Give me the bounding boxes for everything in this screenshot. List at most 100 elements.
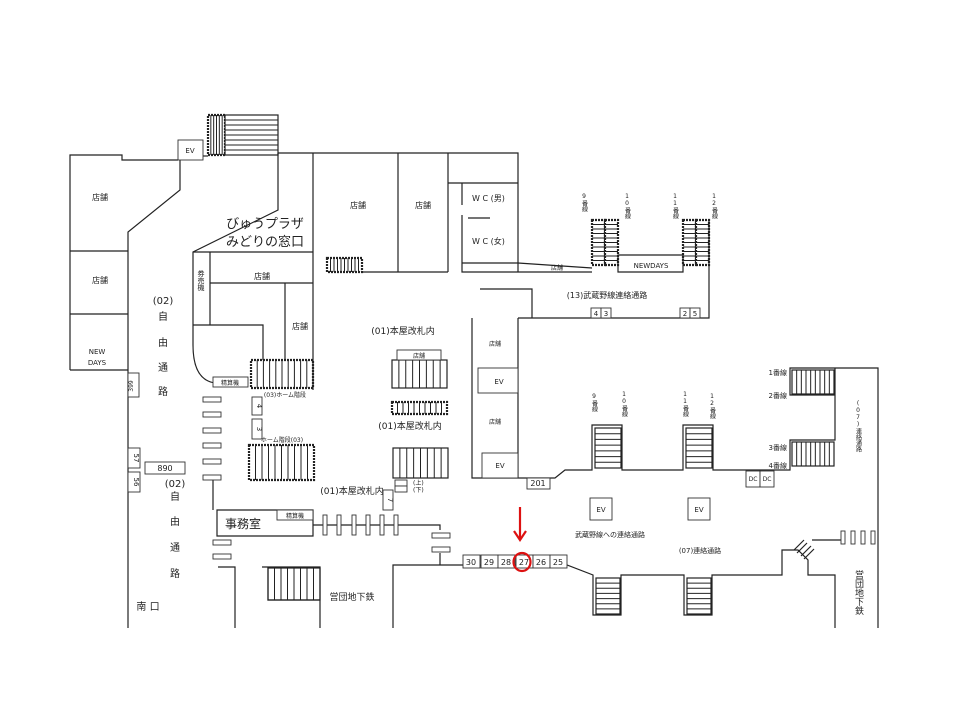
highlight-circle	[512, 551, 532, 573]
shop-label: 店舗	[92, 275, 108, 285]
platform-label: 10番線	[621, 391, 628, 417]
stairs-icon	[247, 443, 316, 482]
fare-adjust-label: 精算機	[221, 379, 239, 387]
box-201: 201	[530, 479, 545, 488]
wc-female-label: W C (女)	[472, 236, 505, 246]
free-passage-label: 路	[158, 385, 168, 398]
office-label: 事務室	[225, 516, 261, 531]
free-passage-label: (02)	[153, 296, 174, 307]
stairs-icon	[685, 427, 713, 469]
platform-label: 2番線	[769, 391, 787, 400]
ev-label: EV	[494, 378, 503, 386]
gate-area-label: (01)本屋改札内	[378, 420, 441, 432]
wc-male-label: W C (男)	[472, 194, 505, 203]
free-passage-label: 通	[158, 362, 168, 374]
ev-label: EV	[495, 462, 504, 470]
stairs-icon	[392, 447, 449, 479]
platform-label: 9番線	[591, 393, 598, 412]
highlight-marker	[512, 507, 532, 573]
locker-30: 30	[466, 558, 476, 567]
stairs-icon	[267, 567, 321, 601]
midori-window-label: みどりの窓口	[226, 234, 304, 250]
free-passage-label: 路	[170, 567, 180, 580]
locker-29: 29	[484, 558, 494, 567]
free-passage-label: (02)	[165, 479, 186, 490]
box-4: 4	[255, 404, 263, 409]
box-7: 7	[386, 498, 394, 502]
home-stairs-label: (03)ホーム階段	[264, 391, 306, 399]
musashino-passage-label: (13)武蔵野線連絡通路	[567, 290, 647, 300]
newdays-label: NEW	[89, 348, 106, 356]
locker-row: 30 29 28 27 26 25	[462, 554, 568, 569]
platform-label: 9番線	[581, 193, 588, 212]
stairs-icon	[390, 400, 449, 416]
free-passage-label: 通	[170, 542, 180, 554]
stairs-icon	[603, 218, 620, 267]
shop-label: 店舗	[551, 264, 563, 272]
ev-label: EV	[694, 506, 703, 514]
stairs-icon	[590, 218, 607, 267]
shop-label: 店舗	[292, 321, 308, 331]
stairs-icon	[206, 113, 227, 157]
subway-label: 営団地下鉄	[329, 591, 374, 603]
south-exit-label: 南 口	[136, 600, 159, 613]
home-stairs-label: ホーム階段(03)	[261, 436, 303, 444]
locker-25: 25	[553, 558, 563, 567]
free-passage-label: 自	[170, 490, 180, 503]
stairs-icon	[686, 577, 712, 615]
box-4: 4	[594, 310, 599, 318]
gate-area-label: (01)本屋改札内	[371, 325, 434, 337]
platform-label: 1番線	[769, 368, 787, 377]
view-plaza-label: びゅうプラザ	[226, 217, 304, 232]
fare-adjust-label: 精算機	[286, 512, 304, 520]
box-57: 57	[132, 454, 140, 463]
stairs-icon	[325, 256, 364, 274]
stairs-icon	[791, 441, 835, 467]
platform-label: 10番線	[624, 193, 631, 219]
stairs-icon	[791, 369, 835, 395]
locker-28: 28	[501, 558, 511, 567]
link-passage-label: (07)連絡通路	[855, 400, 862, 453]
platform-label: 11番線	[672, 193, 679, 219]
box-3: 3	[255, 427, 263, 431]
stairs-icon	[694, 218, 711, 267]
platform-label: 4番線	[769, 461, 787, 470]
platform-label: 12番線	[709, 393, 716, 419]
link-passage-label: (07)連絡通路	[679, 546, 721, 555]
up-label: (上)	[413, 479, 424, 487]
shop-label: 店舗	[350, 200, 366, 210]
gates	[202, 396, 876, 560]
subway-label: 営団地下鉄	[853, 569, 864, 616]
stairs-icon	[224, 114, 279, 156]
shop-label: 店舗	[254, 271, 270, 281]
newdays-label: DAYS	[88, 359, 107, 367]
box-399: 399	[128, 380, 135, 392]
box-890: 890	[157, 464, 172, 473]
gate-area-label: (01)本屋改札内	[320, 485, 383, 497]
box-3: 3	[604, 310, 608, 318]
ev-box	[177, 139, 204, 161]
stairs-icon	[391, 359, 448, 389]
box-5: 5	[693, 310, 697, 318]
shop-label: 店舗	[489, 418, 501, 426]
shop-label: 店舗	[92, 192, 108, 202]
dc-label: DC	[749, 476, 758, 483]
stairs-icon	[595, 577, 621, 615]
locker-26: 26	[536, 558, 546, 567]
platform-label: 3番線	[769, 443, 787, 452]
labels: 店舗 店舗 NEW DAYS EV びゅうプラザ みどりの窓口 券売機 店舗 店…	[88, 147, 864, 616]
free-passage-label: 由	[158, 336, 168, 349]
stairs-icon	[249, 358, 315, 390]
stairs-icon	[594, 427, 622, 469]
down-label: (下)	[413, 487, 424, 494]
musashino-link-label: 武蔵野線への連絡通路	[575, 530, 645, 539]
shop-label: 店舗	[489, 340, 501, 348]
platform-label: 12番線	[711, 193, 718, 219]
platform-label: 11番線	[682, 391, 689, 417]
free-passage-label: 自	[158, 310, 168, 323]
box-2: 2	[683, 310, 687, 318]
dc-label: DC	[763, 476, 772, 483]
locker-27: 27	[519, 558, 529, 567]
free-passage-label: 由	[170, 515, 180, 528]
